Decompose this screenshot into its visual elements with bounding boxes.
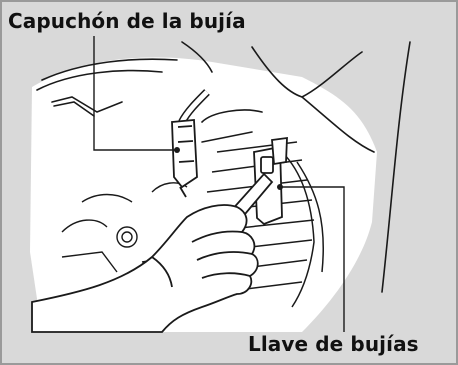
engine-area — [30, 57, 377, 333]
spark-plug-wrench-label: Llave de bujías — [248, 332, 419, 356]
pointer-dot-plug-cap — [174, 147, 180, 153]
leader-line-plug-cap — [93, 36, 177, 151]
leader-line-wrench — [280, 186, 345, 332]
spark-plug-cap-label: Capuchón de la bujía — [8, 9, 246, 33]
pointer-dot-wrench — [277, 184, 283, 190]
